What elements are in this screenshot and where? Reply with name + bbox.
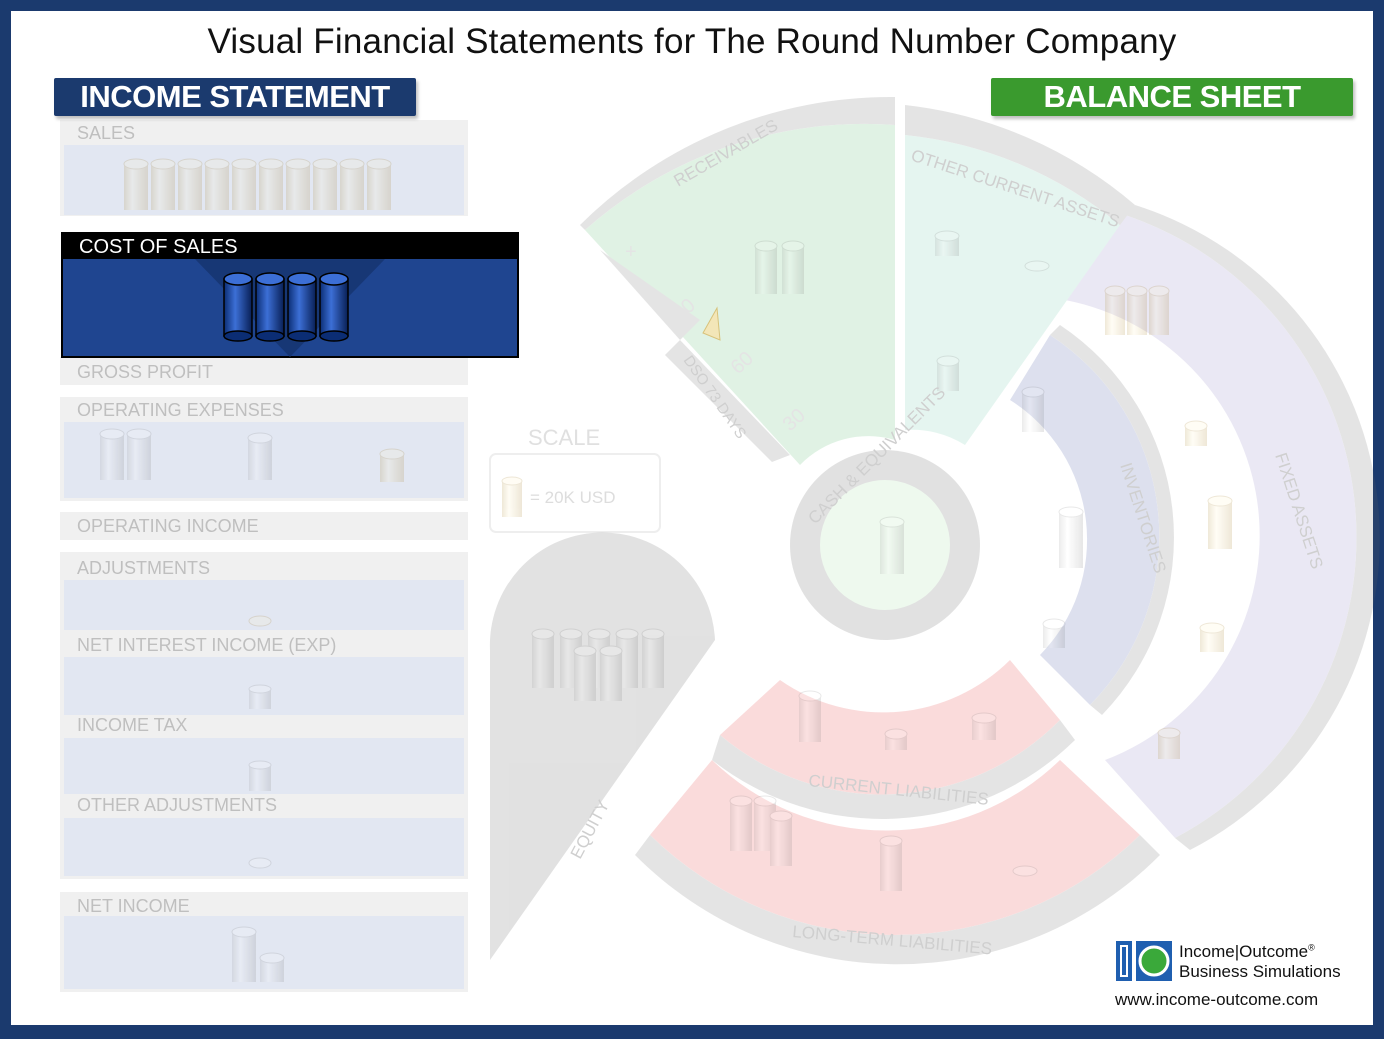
inventories-band bbox=[1010, 335, 1160, 705]
logo-line1: Income|Outcome® bbox=[1179, 942, 1315, 961]
fixed-assets-band bbox=[1065, 215, 1357, 838]
adjust-coin bbox=[248, 615, 272, 627]
sales-cylinders bbox=[123, 158, 392, 210]
cost-of-sales-label: COST OF SALES bbox=[79, 236, 238, 258]
opex-label: OPERATING EXPENSES bbox=[77, 400, 284, 420]
income-statement-header: INCOME STATEMENT bbox=[54, 78, 416, 116]
other-adjust-body bbox=[64, 818, 464, 876]
balance-cylinders bbox=[531, 230, 1233, 891]
current-liabilities bbox=[720, 660, 1060, 795]
fixed-assets-rim bbox=[1125, 205, 1380, 850]
operating-income-panel bbox=[60, 512, 468, 540]
receivables-sector bbox=[585, 123, 895, 465]
company-logo: Income|Outcome® Business Simulations www… bbox=[1115, 940, 1365, 1010]
dso-plus: + bbox=[625, 241, 637, 263]
operating-income-label: OPERATING INCOME bbox=[77, 516, 259, 536]
income-tax-label: INCOME TAX bbox=[77, 715, 187, 735]
scale-legend: SCALE = 20K USD bbox=[489, 425, 661, 533]
receivables-rim bbox=[580, 96, 895, 230]
equity-shape bbox=[489, 532, 715, 960]
income-outcome-logo-icon bbox=[1116, 941, 1172, 981]
balance-wheel bbox=[489, 96, 1380, 965]
cost-of-sales-cylinders bbox=[223, 272, 349, 342]
cost-of-sales-panel: COST OF SALES bbox=[61, 232, 519, 358]
adjustments-body bbox=[64, 580, 464, 630]
other-adjustments-label: OTHER ADJUSTMENTS bbox=[77, 795, 277, 815]
logo-url[interactable]: www.income-outcome.com bbox=[1115, 990, 1319, 1009]
gross-profit-panel bbox=[60, 357, 468, 385]
dso-marker bbox=[702, 306, 721, 341]
income-labels: SALES GROSS PROFIT OPERATING EXPENSES OP… bbox=[77, 123, 336, 916]
scale-box bbox=[489, 453, 661, 533]
logo-line2: Business Simulations bbox=[1179, 962, 1341, 981]
net-interest-label: NET INTEREST INCOME (EXP) bbox=[77, 635, 336, 655]
income-cylinders bbox=[99, 158, 405, 982]
sales-label: SALES bbox=[77, 123, 135, 143]
adjustments-label: ADJUSTMENTS bbox=[77, 558, 210, 578]
scale-text: = 20K USD bbox=[530, 488, 616, 507]
page-title: Visual Financial Statements for The Roun… bbox=[207, 22, 1177, 61]
scale-title: SCALE bbox=[528, 425, 600, 450]
adjustments-panel bbox=[60, 552, 468, 879]
balance-sheet-header: BALANCE SHEET bbox=[991, 78, 1353, 116]
net-income-label: NET INCOME bbox=[77, 896, 190, 916]
gross-profit-label: GROSS PROFIT bbox=[77, 362, 213, 382]
